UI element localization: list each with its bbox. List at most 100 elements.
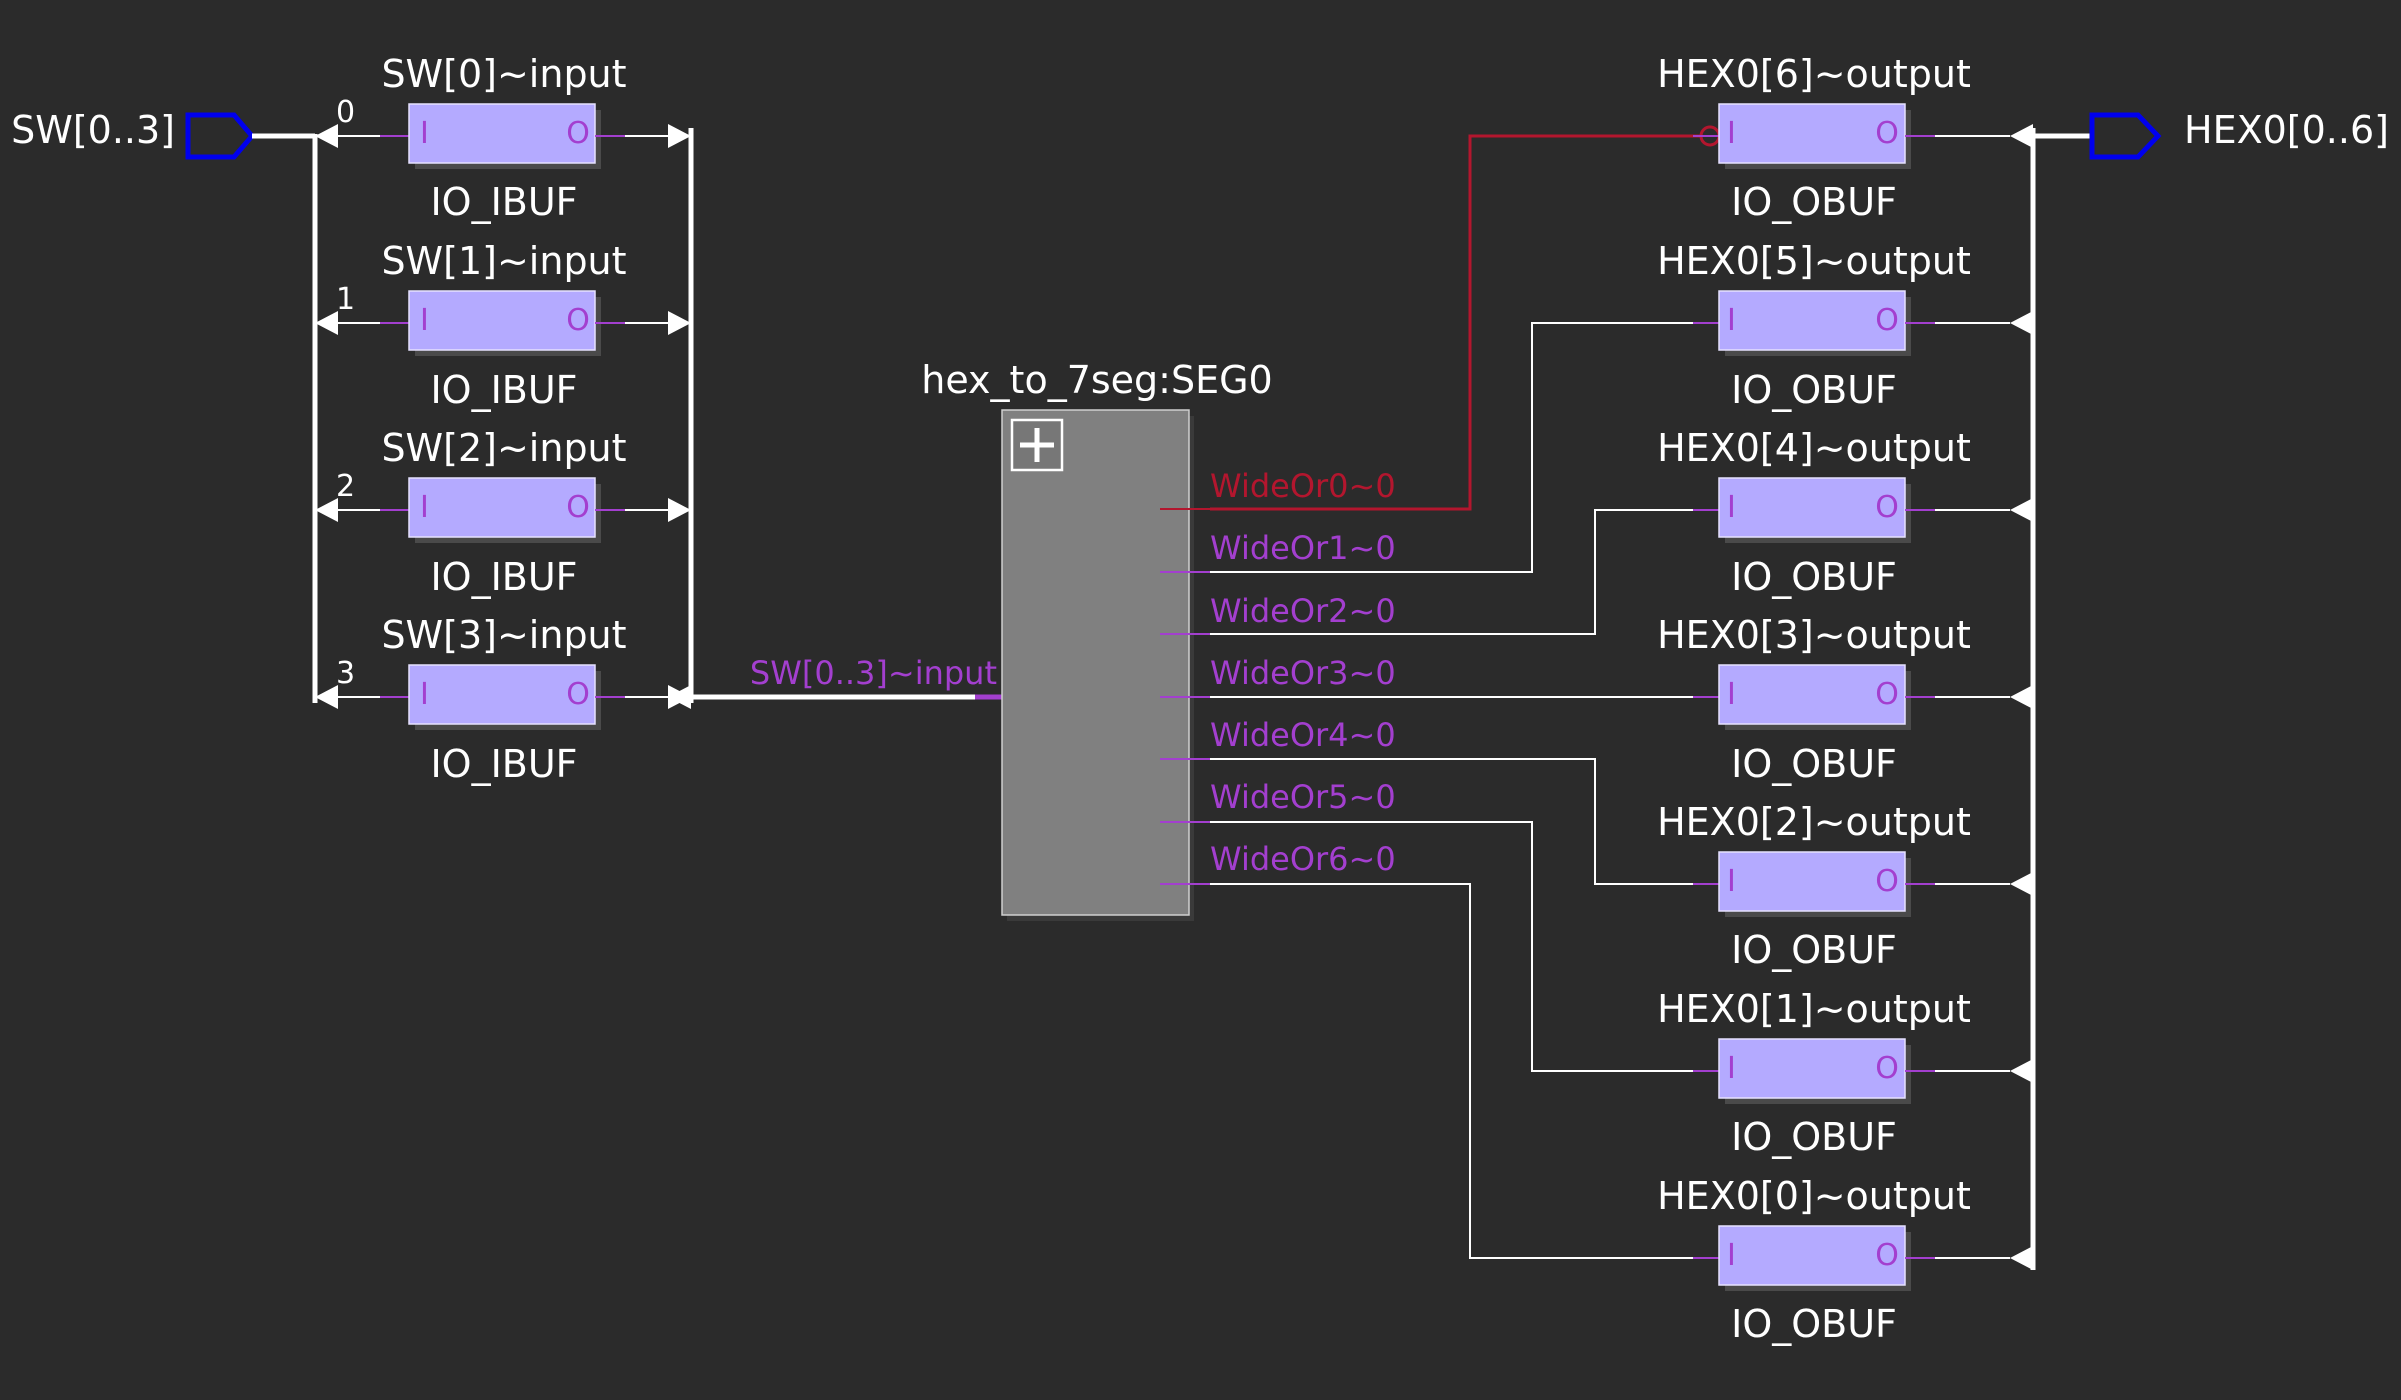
input-buffer-sw0[interactable]: SW[0]~input IO_IBUF 0 I O bbox=[315, 52, 691, 224]
output-buffer-hex6[interactable]: HEX0[6]~output IO_OBUF I O bbox=[1657, 52, 2033, 224]
buffer-box bbox=[408, 664, 596, 725]
block-output-pin: WideOr4~0 bbox=[1210, 716, 1396, 754]
buffer-box bbox=[1718, 1038, 1906, 1099]
bus-index-label: 2 bbox=[336, 469, 355, 504]
buffer-title: HEX0[0]~output bbox=[1657, 1174, 1971, 1218]
output-routing bbox=[1160, 125, 1721, 1259]
output-buffer-hex1[interactable]: HEX0[1]~output IO_OBUF I O bbox=[1657, 987, 2033, 1159]
buffer-title: HEX0[5]~output bbox=[1657, 239, 1971, 283]
pin-out-label: O bbox=[566, 490, 590, 525]
bus-join-icon bbox=[2010, 1246, 2033, 1270]
block-body bbox=[1001, 409, 1190, 916]
buffer-title: HEX0[3]~output bbox=[1657, 613, 1971, 657]
net-wire[interactable] bbox=[1210, 821, 1693, 1072]
hex-to-7seg-block[interactable]: hex_to_7seg:SEG0 SW[0..3]~input WideOr0~… bbox=[750, 358, 1396, 921]
net-wire[interactable] bbox=[1210, 509, 1693, 635]
pin-out-label: O bbox=[566, 677, 590, 712]
net-wire[interactable] bbox=[1210, 758, 1693, 885]
block-title: hex_to_7seg:SEG0 bbox=[921, 358, 1272, 402]
pin-in-label: I bbox=[420, 303, 429, 338]
pin-in-label: I bbox=[1727, 116, 1736, 151]
bus-join-icon bbox=[2010, 1059, 2033, 1083]
bus-ripper-icon bbox=[315, 498, 338, 522]
bus-ripper-icon bbox=[315, 124, 338, 148]
buffer-box bbox=[408, 290, 596, 351]
bus-ripper-icon bbox=[668, 311, 691, 335]
pin-in-label: I bbox=[1727, 1238, 1736, 1273]
buffer-title: HEX0[6]~output bbox=[1657, 52, 1971, 96]
buffer-title: SW[3]~input bbox=[381, 613, 626, 657]
bus-index-label: 1 bbox=[336, 282, 355, 317]
input-port-arrow-icon bbox=[185, 112, 256, 160]
buffer-title: SW[0]~input bbox=[381, 52, 626, 96]
block-output-pin: WideOr6~0 bbox=[1210, 840, 1396, 878]
input-buffer-sw2[interactable]: SW[2]~input IO_IBUF 2 I O bbox=[315, 426, 691, 599]
input-port[interactable]: SW[0..3] bbox=[11, 108, 256, 160]
input-buffer-sw1[interactable]: SW[1]~input IO_IBUF 1 I O bbox=[315, 239, 691, 412]
net-wire[interactable] bbox=[1210, 322, 1693, 573]
bus-index-label: 3 bbox=[336, 656, 355, 691]
pin-out-label: O bbox=[1875, 864, 1899, 899]
block-output-pin: WideOr0~0 bbox=[1210, 467, 1396, 505]
output-buffer-hex4[interactable]: HEX0[4]~output IO_OBUF I O bbox=[1657, 426, 2033, 599]
buffer-type: IO_OBUF bbox=[1731, 1115, 1897, 1159]
buffer-type: IO_OBUF bbox=[1731, 368, 1897, 412]
pin-out-label: O bbox=[1875, 1051, 1899, 1086]
buffer-box bbox=[1718, 664, 1906, 725]
buffer-type: IO_OBUF bbox=[1731, 1302, 1897, 1346]
buffer-type: IO_IBUF bbox=[430, 742, 577, 786]
expand-plus-icon[interactable] bbox=[1010, 418, 1064, 472]
output-port-arrow-icon bbox=[2089, 112, 2162, 160]
selected-net-wire[interactable] bbox=[1210, 134, 1700, 511]
bus-join-icon bbox=[2010, 685, 2033, 709]
pin-in-label: I bbox=[1727, 303, 1736, 338]
pin-out-label: O bbox=[1875, 677, 1899, 712]
bus-join-icon bbox=[2010, 498, 2033, 522]
buffer-box bbox=[408, 103, 596, 164]
buffer-box bbox=[1718, 851, 1906, 912]
block-output-pin: WideOr5~0 bbox=[1210, 778, 1396, 816]
buffer-type: IO_OBUF bbox=[1731, 180, 1897, 224]
block-input-pin: SW[0..3]~input bbox=[750, 654, 997, 692]
pin-in-label: I bbox=[1727, 677, 1736, 712]
buffer-title: HEX0[1]~output bbox=[1657, 987, 1971, 1031]
buffer-type: IO_OBUF bbox=[1731, 742, 1897, 786]
pin-in-label: I bbox=[1727, 1051, 1736, 1086]
buffer-type: IO_OBUF bbox=[1731, 928, 1897, 972]
pin-out-label: O bbox=[566, 303, 590, 338]
output-port[interactable]: HEX0[0..6] bbox=[2089, 108, 2389, 160]
bus-ripper-icon bbox=[315, 311, 338, 335]
buffer-type: IO_IBUF bbox=[430, 180, 577, 224]
buffer-type: IO_IBUF bbox=[430, 555, 577, 599]
block-output-pin: WideOr1~0 bbox=[1210, 529, 1396, 567]
buffer-title: HEX0[2]~output bbox=[1657, 800, 1971, 844]
output-buffer-hex3[interactable]: HEX0[3]~output IO_OBUF I O bbox=[1657, 613, 2033, 786]
input-port-label: SW[0..3] bbox=[11, 108, 175, 152]
pin-in-label: I bbox=[420, 677, 429, 712]
bus-join-icon bbox=[668, 685, 691, 709]
pin-in-label: I bbox=[420, 490, 429, 525]
buffer-box bbox=[1718, 1225, 1906, 1286]
pin-out-label: O bbox=[1875, 116, 1899, 151]
buffer-box bbox=[408, 477, 596, 538]
buffer-type: IO_IBUF bbox=[430, 368, 577, 412]
buffer-box bbox=[1718, 477, 1906, 538]
input-buffer-sw3[interactable]: SW[3]~input IO_IBUF 3 I O bbox=[315, 613, 691, 786]
output-buffer-hex0[interactable]: HEX0[0]~output IO_OBUF I O bbox=[1657, 1174, 2033, 1346]
bus-ripper-icon bbox=[668, 498, 691, 522]
net-wire[interactable] bbox=[1210, 883, 1693, 1259]
buffer-title: SW[2]~input bbox=[381, 426, 626, 470]
output-buffer-hex5[interactable]: HEX0[5]~output IO_OBUF I O bbox=[1657, 239, 2033, 412]
output-buffer-hex2[interactable]: HEX0[2]~output IO_OBUF I O bbox=[1657, 800, 2033, 972]
pin-in-label: I bbox=[1727, 490, 1736, 525]
bus-ripper-icon bbox=[668, 124, 691, 148]
buffer-type: IO_OBUF bbox=[1731, 555, 1897, 599]
block-output-pin: WideOr3~0 bbox=[1210, 654, 1396, 692]
pin-out-label: O bbox=[1875, 490, 1899, 525]
bus-join-icon bbox=[2010, 311, 2033, 335]
buffer-title: HEX0[4]~output bbox=[1657, 426, 1971, 470]
pin-out-label: O bbox=[1875, 1238, 1899, 1273]
pin-out-label: O bbox=[1875, 303, 1899, 338]
